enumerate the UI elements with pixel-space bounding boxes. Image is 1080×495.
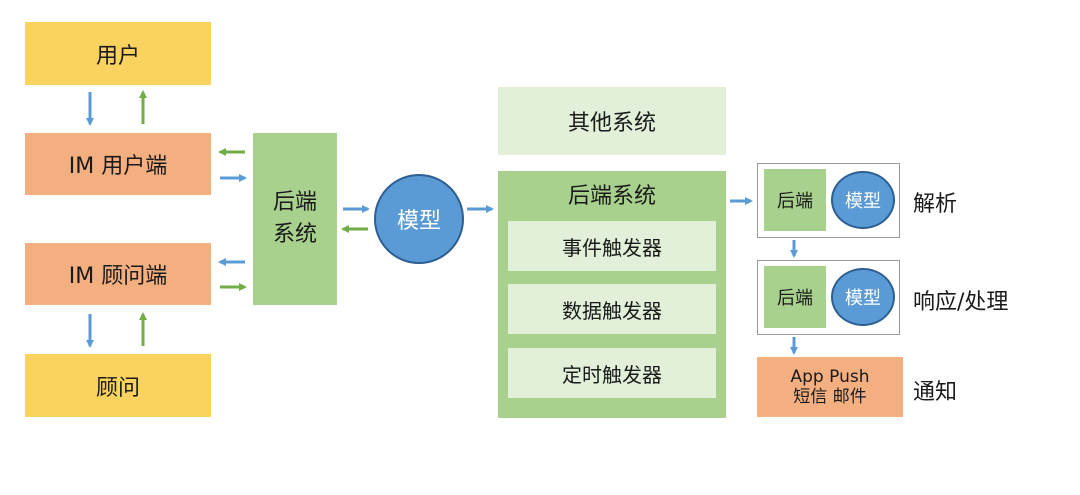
other-systems-box: 其他系统 xyxy=(498,87,726,155)
backend-label-line2: 系统 xyxy=(272,222,317,247)
backend-label-line1: 后端 xyxy=(272,190,317,215)
backend-system-container: 后端系统 事件触发器 数据触发器 定时触发器 xyxy=(498,171,726,418)
consultant-label: 顾问 xyxy=(95,375,140,401)
user-label: 用户 xyxy=(95,43,140,69)
trigger-event-label: 事件触发器 xyxy=(562,235,662,260)
respond-model-circle: 模型 xyxy=(831,268,895,326)
notify-line1: App Push xyxy=(790,367,870,387)
backend-system-title: 后端系统 xyxy=(567,184,656,209)
parse-model-circle: 模型 xyxy=(831,171,895,229)
trigger-event: 事件触发器 xyxy=(508,221,716,271)
parse-backend-label: 后端 xyxy=(777,191,813,212)
parse-backend-box: 后端 xyxy=(764,169,826,231)
respond-backend-box: 后端 xyxy=(764,266,826,328)
model-circle: 模型 xyxy=(374,174,464,264)
respond-backend-label: 后端 xyxy=(777,288,813,309)
other-systems-label: 其他系统 xyxy=(567,111,656,136)
parse-label: 解析 xyxy=(913,192,958,217)
notify-line2: 短信 邮件 xyxy=(793,387,867,407)
trigger-timer: 定时触发器 xyxy=(508,348,716,398)
user-box: 用户 xyxy=(25,22,211,85)
parse-model-label: 模型 xyxy=(845,191,881,212)
notify-box: App Push 短信 邮件 xyxy=(757,357,903,417)
im-consultant-end-box: IM 顾问端 xyxy=(25,243,211,305)
trigger-data: 数据触发器 xyxy=(508,284,716,334)
trigger-data-label: 数据触发器 xyxy=(562,298,662,323)
notify-label: 通知 xyxy=(913,380,958,405)
im-consultant-end-label: IM 顾问端 xyxy=(68,264,168,289)
respond-model-label: 模型 xyxy=(845,288,881,309)
im-user-end-label: IM 用户端 xyxy=(68,154,168,179)
im-user-end-box: IM 用户端 xyxy=(25,133,211,195)
model-circle-label: 模型 xyxy=(396,209,441,234)
backend-system-box: 后端 系统 xyxy=(253,133,337,305)
respond-label: 响应/处理 xyxy=(913,290,1009,315)
consultant-box: 顾问 xyxy=(25,354,211,417)
trigger-timer-label: 定时触发器 xyxy=(562,362,662,387)
